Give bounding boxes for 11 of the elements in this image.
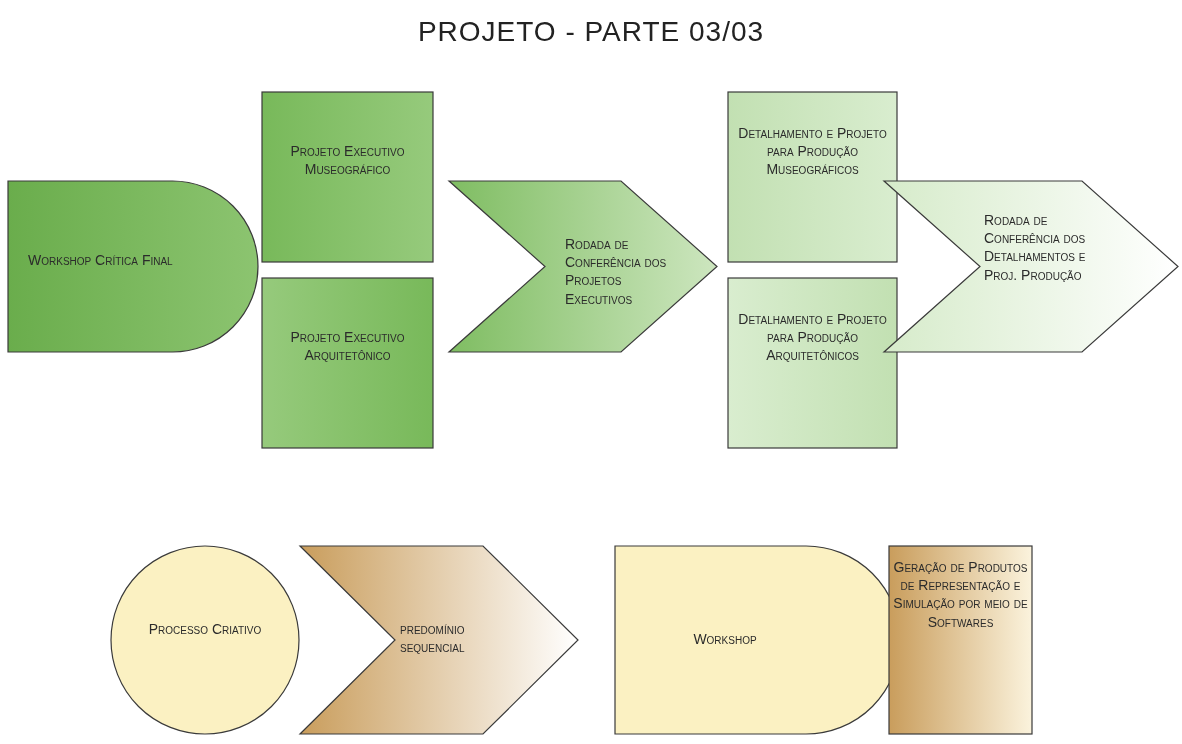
node-label: Rodada de Conferência dos Detalhamentos e Proj. Produção [984,211,1087,284]
node-label: Workshop Crítica Final [28,251,174,270]
node-label: Detalhamento e Projeto para Produção Arquitetônicos [737,310,888,365]
node-label: Geração de Produtos de Representação e Simulação por meio de Softwares [893,558,1028,631]
node-label: Processo Criativo [147,620,263,639]
node-label: Projeto Executivo Arquitetônico [289,328,406,365]
node-label: Detalhamento e Projeto para Produção Museográficos [737,124,888,179]
diagram-title: PROJETO - PARTE 03/03 [417,16,765,48]
node-label: predomínio sequencial [400,620,466,657]
node-label: Projeto Executivo Museográfico [289,142,406,179]
node-label: Rodada de Conferência dos Projetos Executivos [565,235,668,308]
